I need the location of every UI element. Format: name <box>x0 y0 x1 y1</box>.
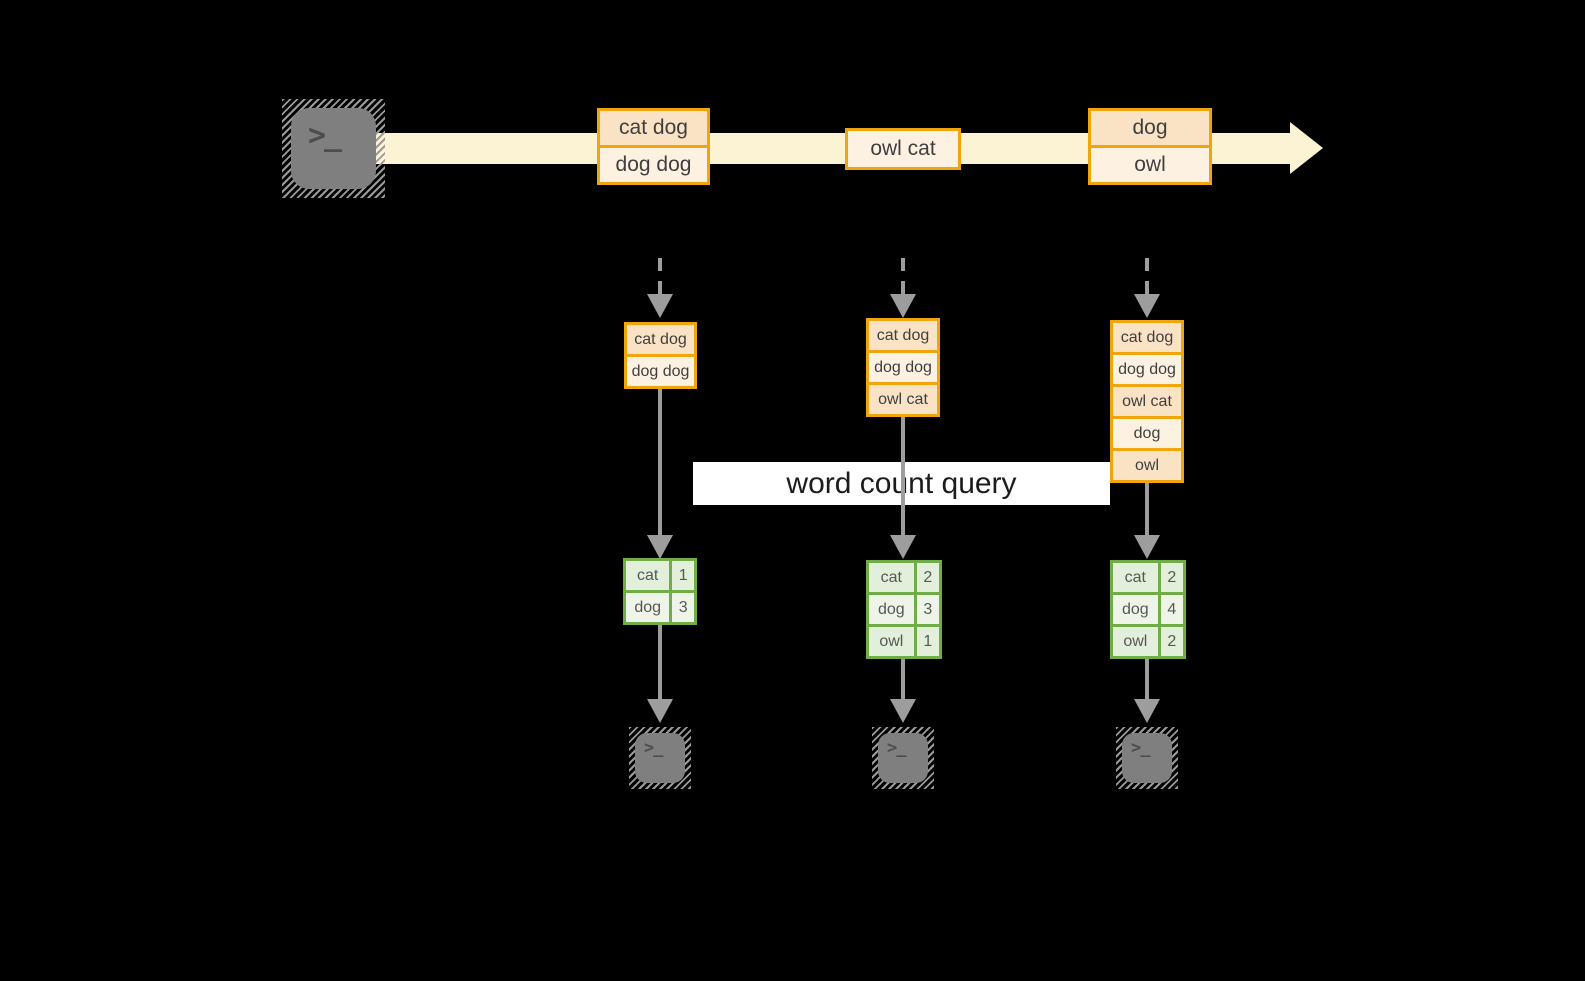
count-value: 4 <box>1160 595 1183 624</box>
connector-line <box>1145 483 1149 537</box>
terminal-body: >_ <box>878 733 928 783</box>
sink-terminal-icon-1: >_ <box>629 727 691 789</box>
count-word: dog <box>869 595 917 624</box>
buffer-cell: owl cat <box>869 382 937 414</box>
count-value: 3 <box>916 595 939 624</box>
terminal-body: >_ <box>291 108 376 189</box>
count-row: cat 2 <box>1113 563 1183 592</box>
count-row: dog 3 <box>626 590 694 622</box>
count-word: dog <box>626 593 673 622</box>
buffer-stack-3: cat dog dog dog owl cat dog owl <box>1110 320 1184 483</box>
count-value: 1 <box>672 561 694 590</box>
terminal-prompt-icon: >_ <box>1131 738 1151 758</box>
connector-line <box>658 389 662 537</box>
arrow-down-icon <box>647 699 673 723</box>
buffer-cell: cat dog <box>869 321 937 350</box>
terminal-prompt-icon: >_ <box>308 118 342 153</box>
count-row: dog 4 <box>1113 592 1183 624</box>
terminal-prompt-icon: >_ <box>887 738 907 758</box>
stream-event-box-2: owl cat <box>845 128 961 170</box>
buffer-cell: cat dog <box>627 325 694 354</box>
arrow-down-icon <box>647 294 673 318</box>
stream-record: dog <box>1091 111 1209 145</box>
arrow-down-icon <box>1134 535 1160 559</box>
count-value: 1 <box>916 627 939 656</box>
dashed-arrow <box>658 258 662 298</box>
count-word: dog <box>1113 595 1161 624</box>
stream-record: dog dog <box>600 145 707 182</box>
count-row: cat 2 <box>869 563 939 592</box>
buffer-cell: dog <box>1113 416 1181 448</box>
count-word: cat <box>869 563 917 592</box>
stream-event-box-3: dog owl <box>1088 108 1212 185</box>
count-word: cat <box>626 561 673 590</box>
terminal-body: >_ <box>635 733 685 783</box>
source-terminal-icon: >_ <box>282 99 385 198</box>
count-value: 2 <box>916 563 939 592</box>
dashed-arrow <box>901 258 905 298</box>
arrow-down-icon <box>890 699 916 723</box>
sink-terminal-icon-2: >_ <box>872 727 934 789</box>
count-table-1: cat 1 dog 3 <box>623 558 697 625</box>
connector-line <box>1145 659 1149 701</box>
buffer-cell: cat dog <box>1113 323 1181 352</box>
stream-event-box-1: cat dog dog dog <box>597 108 710 185</box>
buffer-stack-1: cat dog dog dog <box>624 322 697 389</box>
terminal-prompt-icon: >_ <box>644 738 664 758</box>
stream-record: cat dog <box>600 111 707 145</box>
buffer-cell: dog dog <box>869 350 937 382</box>
arrow-down-icon <box>890 294 916 318</box>
buffer-cell: dog dog <box>1113 352 1181 384</box>
count-value: 2 <box>1160 563 1183 592</box>
stream-record: owl <box>1091 145 1209 182</box>
connector-line <box>901 417 905 537</box>
count-table-3: cat 2 dog 4 owl 2 <box>1110 560 1186 659</box>
count-row: dog 3 <box>869 592 939 624</box>
dashed-arrow <box>1145 258 1149 298</box>
buffer-stack-2: cat dog dog dog owl cat <box>866 318 940 417</box>
sink-terminal-icon-3: >_ <box>1116 727 1178 789</box>
count-row: cat 1 <box>626 561 694 590</box>
count-word: owl <box>1113 627 1161 656</box>
count-word: cat <box>1113 563 1161 592</box>
stream-record: owl cat <box>848 131 958 167</box>
arrow-down-icon <box>647 535 673 559</box>
count-row: owl 1 <box>869 624 939 656</box>
buffer-cell: dog dog <box>627 354 694 386</box>
buffer-cell: owl cat <box>1113 384 1181 416</box>
terminal-body: >_ <box>1122 733 1172 783</box>
count-table-2: cat 2 dog 3 owl 1 <box>866 560 942 659</box>
arrow-down-icon <box>1134 294 1160 318</box>
arrow-down-icon <box>890 535 916 559</box>
connector-line <box>658 625 662 701</box>
count-word: owl <box>869 627 917 656</box>
arrow-down-icon <box>1134 699 1160 723</box>
connector-line <box>901 659 905 701</box>
buffer-cell: owl <box>1113 448 1181 480</box>
count-row: owl 2 <box>1113 624 1183 656</box>
stream-arrowhead-icon <box>1290 122 1323 174</box>
count-value: 3 <box>672 593 694 622</box>
count-value: 2 <box>1160 627 1183 656</box>
